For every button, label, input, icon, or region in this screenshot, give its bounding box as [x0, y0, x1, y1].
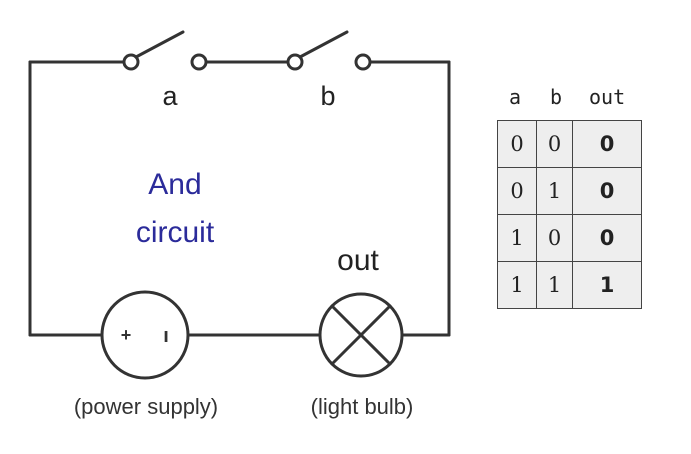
table-header-b: b — [550, 85, 563, 109]
cell-a: 0 — [497, 167, 537, 215]
cell-a: 1 — [497, 261, 537, 309]
switch-b-lever — [298, 30, 349, 59]
cell-a: 1 — [497, 214, 537, 262]
switch-a-contact-left — [122, 53, 140, 71]
power-supply-symbol — [100, 290, 190, 380]
cell-a: 0 — [497, 120, 537, 168]
switch-b-contact-left — [286, 53, 304, 71]
light-bulb-symbol — [318, 292, 404, 378]
light-bulb-cross-2 — [330, 304, 392, 366]
cell-b: 1 — [536, 167, 573, 215]
title-line-2: circuit — [136, 216, 215, 249]
switch-a-label: a — [162, 81, 178, 111]
table-header-a: a — [509, 85, 522, 109]
battery-plus-sign: + — [121, 325, 132, 345]
switch-a-contact-right — [190, 53, 208, 71]
cell-b: 0 — [536, 120, 573, 168]
battery-minus-sign: ı — [163, 325, 169, 347]
cell-b: 1 — [536, 261, 573, 309]
table-header-out: out — [589, 85, 626, 109]
cell-b: 0 — [536, 214, 573, 262]
title-line-1: And — [148, 168, 201, 201]
cell-out: 0 — [572, 167, 642, 215]
output-label: out — [337, 244, 379, 277]
switch-b-contact-right — [354, 53, 372, 71]
light-bulb-caption: (light bulb) — [311, 394, 414, 419]
cell-out: 1 — [572, 261, 642, 309]
switch-a-lever — [134, 30, 185, 59]
switch-b-label: b — [320, 81, 335, 111]
cell-out: 0 — [572, 120, 642, 168]
cell-out: 0 — [572, 214, 642, 262]
power-supply-caption: (power supply) — [74, 394, 218, 419]
